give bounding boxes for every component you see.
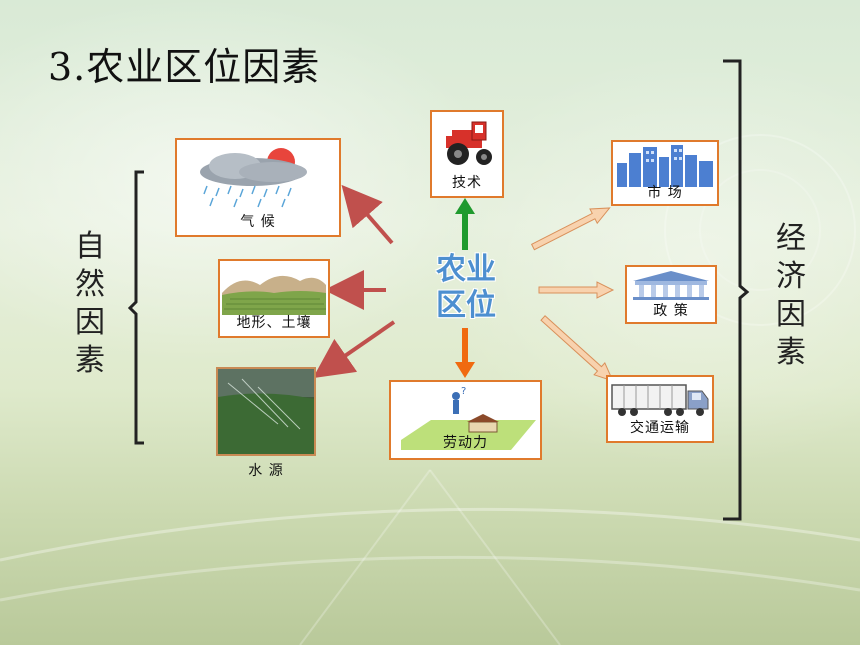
irrigation-photo [218,369,314,454]
arrow-to-labor [455,328,475,378]
government-building-icon [633,271,709,300]
transport-card: 交通运输 [606,375,714,443]
farmer-field-icon: ? [401,386,536,450]
climate-label: 气 候 [240,214,276,230]
technology-card: 技术 [430,110,504,198]
arrow-to-market [530,207,611,251]
water-source-label: 水 源 [248,463,284,479]
natural-bracket [128,170,144,445]
arrow-to-transport [540,315,614,382]
tractor-icon [446,121,492,165]
arrow-to-policy [538,281,615,299]
city-buildings-icon [617,145,713,187]
agricultural-location-label: 农业 区位 [436,252,496,323]
economic-factors-label: 经 济 因 素 [776,221,806,370]
terrain-soil-label: 地形、土壤 [236,315,312,331]
market-label: 市 场 [647,185,683,201]
arrow-to-water [312,320,396,379]
technology-label: 技术 [452,175,482,191]
terrain-soil-card: 地形、土壤 [218,259,330,338]
arrow-to-technology [455,198,475,250]
arrow-to-climate [341,184,394,245]
labor-card: ? 劳动力 [389,380,542,460]
policy-card: 政 策 [625,265,717,324]
policy-label: 政 策 [653,303,689,319]
transport-label: 交通运输 [630,420,690,436]
economic-bracket [723,59,750,521]
market-card: 市 场 [611,140,719,206]
terrain-field-icon [222,275,326,315]
water-source-card [216,367,316,456]
cloud-rain-sun-icon [200,148,307,208]
page-title: 3.农业区位因素 [48,45,321,89]
truck-icon [611,384,709,416]
climate-card: 气 候 [175,138,341,237]
natural-factors-label: 自 然 因 素 [75,229,105,378]
svg-text:?: ? [461,386,466,397]
labor-label: 劳动力 [443,435,488,451]
